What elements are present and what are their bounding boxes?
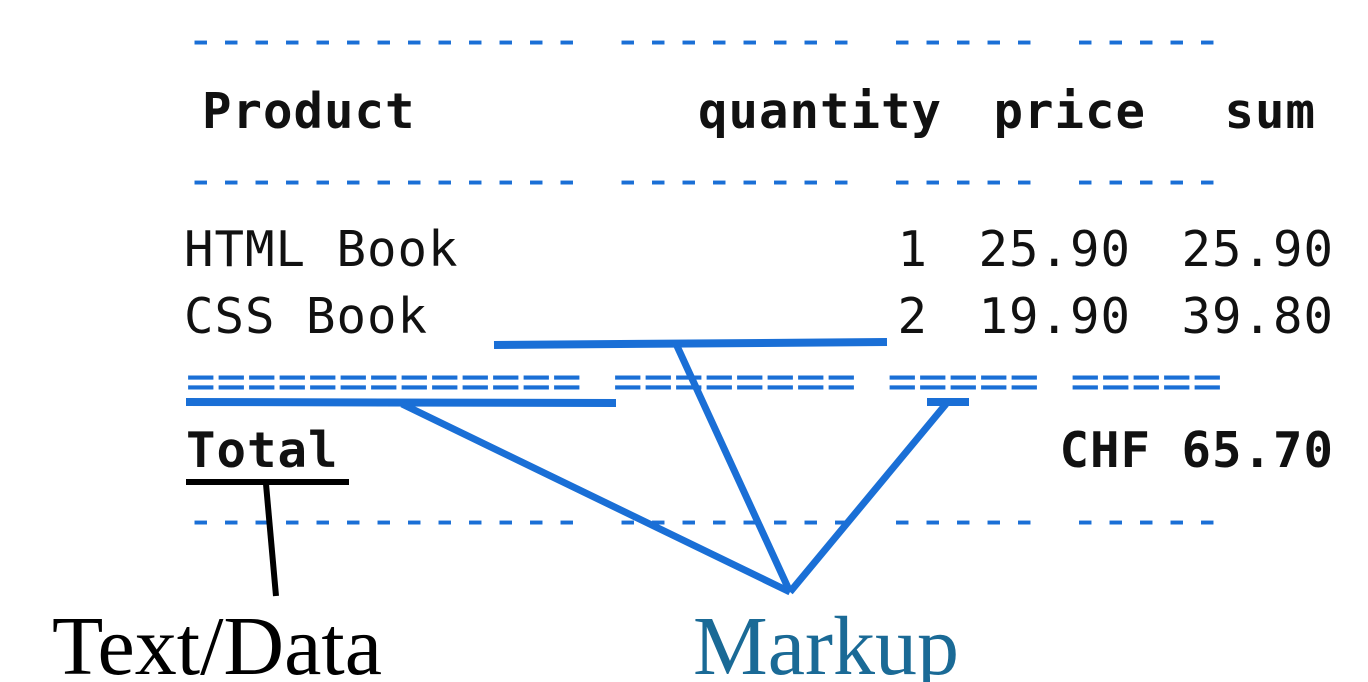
header-product: Product bbox=[202, 83, 416, 140]
dash-rule-header: ------------- -------- ----- ----- bbox=[186, 151, 1223, 208]
dash-rule-top: ------------- -------- ----- ----- bbox=[186, 11, 1223, 68]
markup-label: Markup bbox=[693, 600, 959, 682]
markup-underline-equals bbox=[185, 398, 617, 407]
dash-rule-bottom: ------------- -------- ----- ----- bbox=[186, 491, 1223, 548]
row-1-product: HTML Book bbox=[184, 221, 459, 278]
row-2-sum: 39.80 bbox=[1181, 288, 1334, 345]
row-1-quantity: 1 bbox=[897, 221, 928, 278]
total-amount: CHF 65.70 bbox=[1059, 422, 1334, 479]
markup-pointer-middle bbox=[673, 344, 794, 594]
total-label: Total bbox=[186, 422, 339, 479]
markup-pointer-right bbox=[787, 401, 949, 595]
text-data-label: Text/Data bbox=[52, 600, 382, 682]
row-1-price: 25.90 bbox=[978, 221, 1131, 278]
text-data-pointer bbox=[263, 483, 279, 597]
header-sum: sum bbox=[1224, 83, 1316, 140]
row-2-quantity: 2 bbox=[897, 288, 928, 345]
header-quantity: quantity bbox=[698, 83, 942, 140]
row-1-sum: 25.90 bbox=[1181, 221, 1334, 278]
row-2-price: 19.90 bbox=[978, 288, 1131, 345]
header-price: price bbox=[993, 83, 1146, 140]
row-2-product: CSS Book bbox=[184, 288, 428, 345]
markup-pointer-left bbox=[400, 400, 792, 596]
markup-underline-table-gap bbox=[493, 338, 888, 349]
